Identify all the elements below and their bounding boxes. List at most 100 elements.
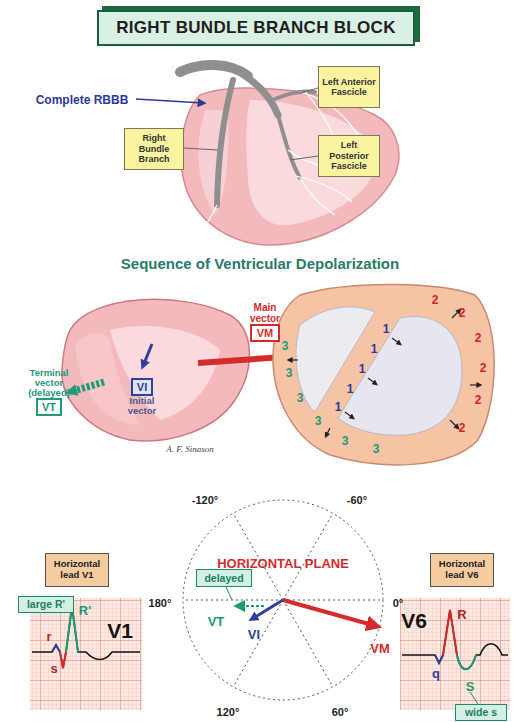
r-wave [443,610,457,655]
left-bundle [248,78,278,115]
label-text: 3 [286,367,293,379]
heart-outline [181,88,399,245]
callout-box: Left Anterior Fascicle [318,66,380,108]
label-text: 3 [342,435,349,447]
right-bundle [217,80,233,205]
label-text: 3 [297,392,304,404]
box-heading: Main vector [243,303,287,324]
box-text: Horizontal lead V1 [47,559,107,581]
activation-arrow [368,378,376,384]
r-wave [52,645,60,652]
leader-line [184,148,218,150]
label-text: -60° [347,495,367,506]
axis-circle [183,500,383,700]
initial-vector-arrow [143,344,152,366]
activation-arrow [345,412,353,418]
label-text: 1 [335,401,342,413]
label-text: 1 [371,343,378,355]
label-text: 1 [383,323,390,335]
label-text: 3 [282,340,289,352]
label-text: VI [248,628,260,641]
label-text: r [46,630,51,643]
wide-s-wave [457,655,476,669]
note-box: wide s [455,704,507,721]
box-text: large R' [27,598,65,610]
ecg-grid [30,598,142,710]
title-text: RIGHT BUNDLE BRANCH BLOCK [116,18,395,38]
box-text: Right Bundle Branch [127,133,181,164]
label-text: Sequence of Ventricular Depolarization [121,256,399,271]
box-heading: Initial vector [120,396,164,416]
label-text: -120° [192,495,218,506]
box-text: VM [257,327,274,340]
leader-line [290,156,318,160]
label-text: V6 [401,610,427,631]
ecg-paper [400,598,510,710]
plane-vi-arrow [252,600,283,619]
vector-box: Main vectorVM [250,324,280,342]
label-text: 180° [149,598,172,609]
label-text: HORIZONTAL PLANE [217,557,349,570]
box-text: wide s [465,706,497,718]
note-box: delayed [196,569,252,587]
label-text: 1 [347,383,354,395]
label-text: 0° [393,598,404,609]
activation-arrow [326,428,330,436]
label-text: 2 [480,362,487,374]
box-text: VT [42,401,56,414]
label-text: 60° [332,707,349,718]
label-text: VT [208,615,225,628]
activation-arrow [470,384,480,385]
rv-cavity [296,307,375,412]
label-text: R [457,608,466,621]
label-text: 2 [432,294,439,306]
label-text: V1 [107,620,133,641]
label-text: q [432,667,440,680]
label-text: 2 [459,307,466,319]
box-text: VI [137,381,147,394]
ecg-grid [400,598,510,710]
label-text: Complete RBBB [36,94,129,106]
callout-box: Right Bundle Branch [124,128,184,170]
leader-line [226,587,232,600]
ecg-trace [402,610,508,669]
heart-3d [62,299,250,441]
q-wave [435,655,443,663]
box-text: Left Anterior Fascicle [321,77,377,98]
his-bundle [180,65,248,76]
heart-section [273,284,494,464]
activation-arrow [450,420,458,428]
label-text: VM [370,642,390,655]
label-text: 2 [475,394,482,406]
lead-box: Horizontal lead V1 [45,553,109,587]
s-wave [60,652,66,668]
box-text: Left Posterior Fascicle [321,140,377,171]
activation-arrow [392,338,400,344]
title-box: RIGHT BUNDLE BRANCH BLOCK [97,10,415,46]
label-text: 1 [359,363,366,375]
label-text: 2 [459,422,466,434]
label-text: 2 [475,332,482,344]
box-heading: Terminal vector (delayed) [20,368,78,398]
axis-lines [183,513,383,687]
terminal-vector-arrow [70,382,104,392]
note-box: large R' [18,596,74,613]
main-vector-arrow [198,357,284,363]
vector-box: VIInitial vector [131,378,153,396]
posterior-fascicle [278,115,300,178]
label-text: S [466,680,475,693]
label-text: A. F. Sinason [166,445,213,454]
callout-box: Left Posterior Fascicle [318,135,380,177]
label-text: 120° [217,707,240,718]
plane-vt-arrow [238,605,264,607]
leader-arrow [136,99,203,103]
leader-line [470,692,478,704]
label-text: R' [79,604,91,617]
lead-box: Horizontal lead V6 [430,553,494,587]
box-text: delayed [204,572,243,584]
plane-vm-arrow [283,600,376,626]
box-text: Horizontal lead V6 [432,559,492,581]
leader-line [300,88,318,93]
